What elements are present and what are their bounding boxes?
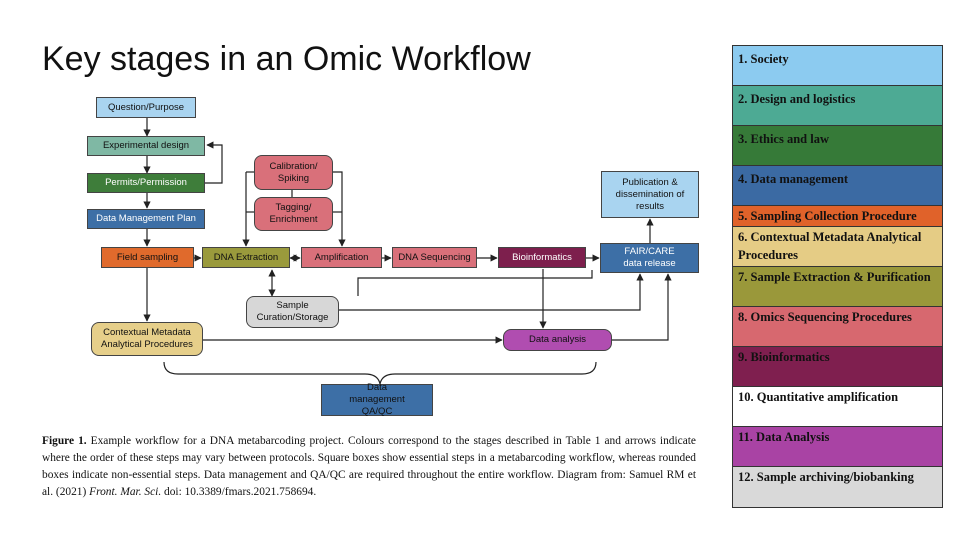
node-bioinformatics: Bioinformatics xyxy=(498,247,586,268)
node-dna-sequencing: DNA Sequencing xyxy=(392,247,477,268)
node-tagging-enrichment: Tagging/ Enrichment xyxy=(254,197,333,231)
legend-item-data-management: 4. Data management xyxy=(733,166,942,206)
node-publication: Publication & dissemination of results xyxy=(601,171,699,218)
legend-item-sampling: 5. Sampling Collection Procedure xyxy=(733,206,942,227)
legend-item-archiving: 12. Sample archiving/biobanking xyxy=(733,467,942,507)
legend-item-extraction: 7. Sample Extraction & Purification xyxy=(733,267,942,307)
stage-legend-table: 1. Society 2. Design and logistics 3. Et… xyxy=(732,45,943,508)
node-experimental-design: Experimental design xyxy=(87,136,205,156)
node-calibration-spiking: Calibration/ Spiking xyxy=(254,155,333,190)
legend-item-bioinformatics: 9. Bioinformatics xyxy=(733,347,942,387)
slide-title: Key stages in an Omic Workflow xyxy=(42,40,531,78)
node-contextual-metadata: Contextual Metadata Analytical Procedure… xyxy=(91,322,203,356)
legend-item-ethics: 3. Ethics and law xyxy=(733,126,942,166)
node-permits-permission: Permits/Permission xyxy=(87,173,205,193)
node-field-sampling: Field sampling xyxy=(101,247,194,268)
node-question-purpose: Question/Purpose xyxy=(96,97,196,118)
node-fair-care-release: FAIR/CARE data release xyxy=(600,243,699,273)
caption-text-1: Example workflow for a DNA metabarcoding… xyxy=(42,435,696,498)
workflow-connectors xyxy=(143,117,672,385)
caption-journal: Front. Mar. Sci. xyxy=(89,486,162,498)
node-data-management-qaqc: Data management QA/QC xyxy=(321,382,433,417)
legend-item-design: 2. Design and logistics xyxy=(733,86,942,126)
node-sample-curation-storage: Sample Curation/Storage xyxy=(246,296,339,328)
legend-item-sequencing: 8. Omics Sequencing Procedures xyxy=(733,307,942,347)
node-dna-extraction: DNA Extraction xyxy=(202,247,290,268)
node-data-analysis: Data analysis xyxy=(503,329,612,351)
node-data-management-plan: Data Management Plan xyxy=(87,209,205,229)
legend-item-contextual: 6. Contextual Metadata Analytical Proced… xyxy=(733,227,942,267)
caption-text-2: doi: 10.3389/fmars.2021.758694. xyxy=(161,486,317,498)
legend-item-quantitative: 10. Quantitative amplification xyxy=(733,387,942,427)
legend-item-society: 1. Society xyxy=(733,46,942,86)
legend-item-data-analysis: 11. Data Analysis xyxy=(733,427,942,467)
caption-label: Figure 1. xyxy=(42,435,87,447)
figure-caption: Figure 1. Example workflow for a DNA met… xyxy=(42,433,696,501)
node-amplification: Amplification xyxy=(301,247,382,268)
